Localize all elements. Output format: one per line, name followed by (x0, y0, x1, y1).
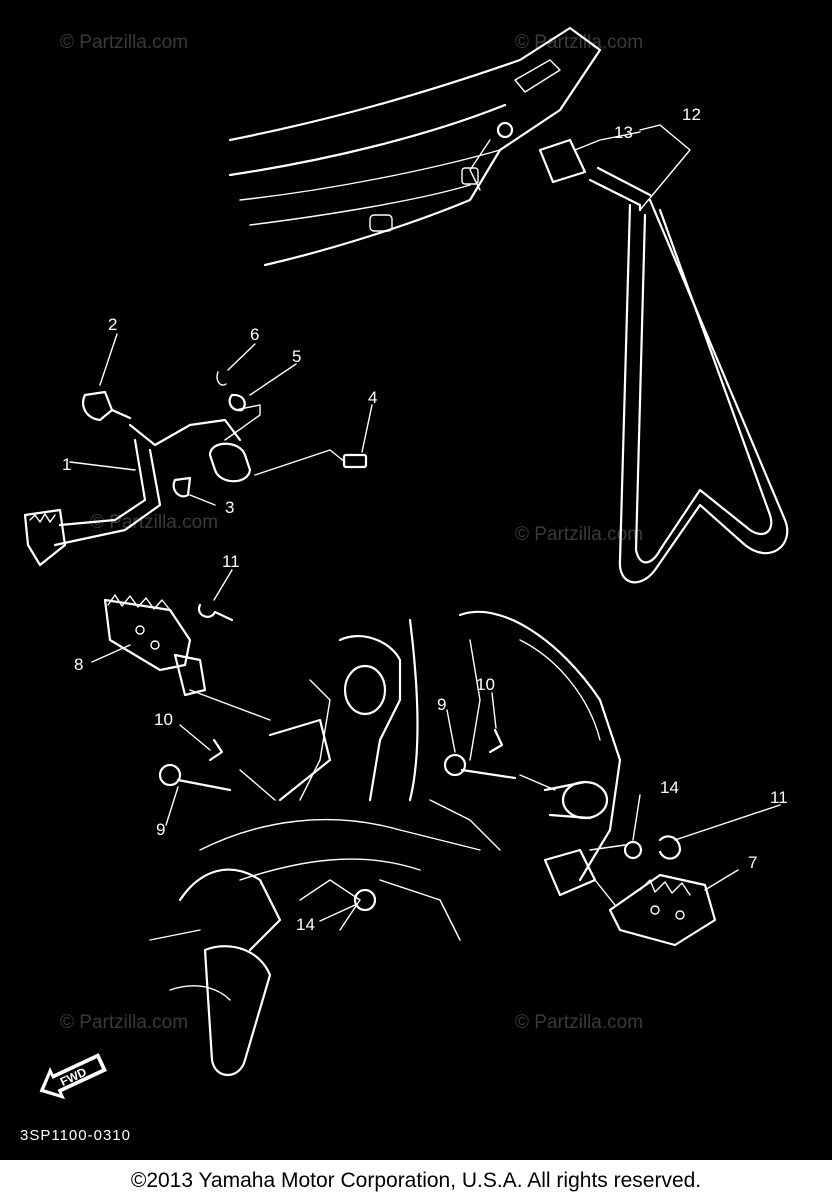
callout-9: 9 (156, 820, 165, 839)
diagram-code: 3SP1100-0310 (20, 1127, 131, 1144)
callout-11: 11 (222, 552, 240, 571)
callouts: 2 1 3 4 5 6 7 8 9 9 10 10 11 11 12 13 14… (62, 105, 788, 934)
callout-3: 3 (225, 498, 234, 517)
leader-lines (69, 124, 781, 922)
callout-13: 13 (614, 123, 633, 142)
diagram-svg: © Partzilla.com © Partzilla.com © Partzi… (20, 26, 789, 1144)
fasteners (158, 728, 682, 860)
watermark: © Partzilla.com (515, 32, 643, 53)
callout-1: 1 (62, 455, 71, 474)
callout-2: 2 (108, 315, 117, 334)
rear-stand (538, 138, 789, 584)
callout-14: 14 (296, 915, 315, 934)
callout-12: 12 (682, 105, 701, 124)
callout-6: 6 (250, 325, 259, 344)
watermark: © Partzilla.com (60, 1012, 188, 1033)
left-footrest (103, 594, 271, 721)
watermark: © Partzilla.com (60, 32, 188, 53)
main-frame (149, 610, 622, 1076)
callout-11: 11 (770, 788, 788, 807)
callout-5: 5 (292, 347, 301, 366)
callout-10: 10 (154, 710, 173, 729)
rear-frame (228, 26, 602, 267)
forward-arrow-icon: FWD (39, 1053, 107, 1100)
callout-14: 14 (660, 778, 679, 797)
watermarks: © Partzilla.com © Partzilla.com © Partzi… (60, 32, 643, 1033)
callout-9: 9 (437, 695, 446, 714)
watermark: © Partzilla.com (515, 524, 643, 545)
watermark: © Partzilla.com (515, 1012, 643, 1033)
callout-4: 4 (368, 388, 377, 407)
callout-8: 8 (74, 655, 83, 674)
callout-7: 7 (748, 853, 757, 872)
copyright-text: ©2013 Yamaha Motor Corporation, U.S.A. A… (0, 1162, 832, 1200)
callout-10: 10 (476, 675, 495, 694)
parts-diagram: © Partzilla.com © Partzilla.com © Partzi… (0, 0, 832, 1160)
right-footrest (594, 873, 717, 947)
brake-pedal (23, 371, 368, 567)
watermark: © Partzilla.com (90, 512, 218, 533)
